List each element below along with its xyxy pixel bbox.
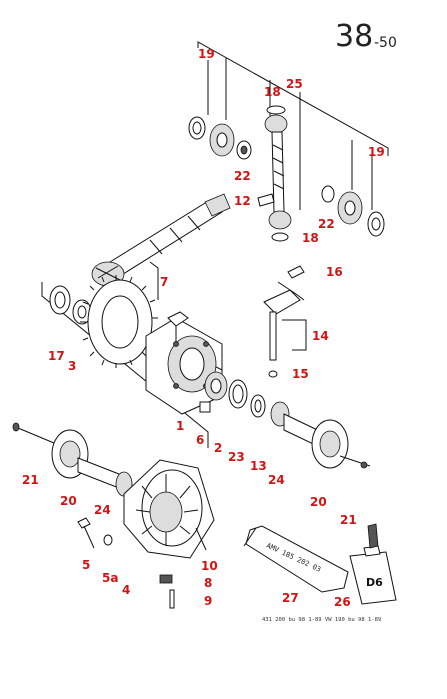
differential-gear-group [188, 41, 389, 242]
callout-18-bottom: 18 [302, 231, 319, 245]
callout-20-right: 20 [310, 495, 327, 509]
callout-5: 5 [82, 558, 90, 572]
callout-8: 8 [204, 576, 212, 590]
left-flange-group [12, 422, 133, 497]
callout-6: 6 [196, 433, 204, 447]
callout-3: 3 [68, 359, 76, 373]
sealant-tube: AMV 185 202 03 [243, 525, 349, 593]
oil-bottle: D6 [349, 523, 397, 605]
callout-24-right: 24 [268, 473, 285, 487]
housing-cover [123, 459, 215, 559]
callout-1: 1 [176, 419, 184, 433]
callout-7: 7 [160, 275, 168, 289]
callout-14: 14 [312, 329, 329, 343]
page-number: 38 [335, 19, 373, 54]
right-flange-group [250, 394, 371, 469]
callout-21-right: 21 [340, 513, 357, 527]
callout-13: 13 [250, 459, 267, 473]
callout-2: 2 [214, 441, 222, 455]
callout-22-left: 22 [234, 169, 251, 183]
callout-23: 23 [228, 450, 245, 464]
callout-26: 26 [334, 595, 351, 609]
callout-4: 4 [122, 583, 130, 597]
callout-17: 17 [48, 349, 65, 363]
callout-10: 10 [201, 559, 218, 573]
callout-21-left: 21 [22, 473, 39, 487]
callout-5a: 5a [102, 571, 118, 585]
callout-19-left: 19 [198, 47, 215, 61]
small-parts [77, 517, 175, 609]
footer-reference: 431 200 bu 98 1-89 VW 190 bu 98 1-89 [262, 617, 381, 623]
ring-gear-and-housing [41, 275, 248, 448]
callout-25: 25 [286, 77, 303, 91]
callout-24-left: 24 [94, 503, 111, 517]
callout-12: 12 [234, 194, 251, 208]
callout-20-left: 20 [60, 494, 77, 508]
callout-22-right: 22 [318, 217, 335, 231]
callout-19-right: 19 [368, 145, 385, 159]
callout-18-top: 18 [264, 85, 281, 99]
callout-15: 15 [292, 367, 309, 381]
callout-16: 16 [326, 265, 343, 279]
callout-9: 9 [204, 594, 212, 608]
pinion-shaft [91, 193, 231, 300]
speedo-drive-group [263, 265, 307, 378]
callout-labels: 19 25 18 19 22 12 22 18 7 16 17 3 14 15 … [22, 47, 385, 609]
page-section: -50 [374, 35, 397, 51]
bottle-label: D6 [366, 576, 383, 589]
callout-27: 27 [282, 591, 299, 605]
